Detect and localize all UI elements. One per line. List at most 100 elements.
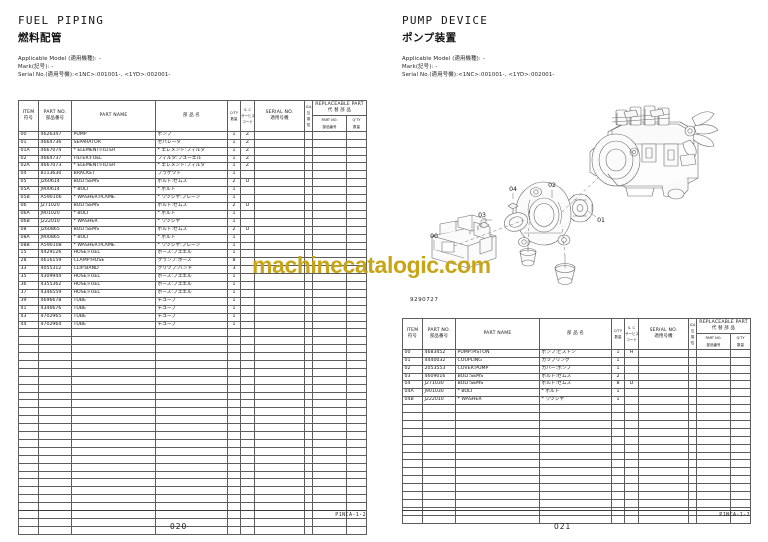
cell-repl-part-no [312,344,347,354]
table-row[interactable] [18,478,367,488]
cell-ica [688,435,697,445]
table-row[interactable] [18,470,367,480]
cell-ica [304,225,313,235]
cell-serial-no [638,356,689,366]
cell-ica [688,388,697,398]
cell-part-no [38,352,72,362]
cell-part-no [422,475,456,485]
table-row[interactable] [402,514,751,524]
table-row[interactable] [18,454,367,464]
table-row[interactable] [18,525,367,535]
cell-ica [688,459,697,469]
cell-part-name-jp: クリツプ:バンド [155,265,228,275]
cell-service-code [240,360,255,369]
cell-item [402,475,423,485]
table-row[interactable] [402,459,751,469]
cooling-fan [682,111,719,159]
table-row[interactable] [402,506,751,516]
table-row[interactable] [402,443,751,453]
cell-qty [611,419,625,429]
table-row[interactable] [402,427,751,437]
table-row[interactable] [18,462,367,472]
cell-part-name [71,344,156,354]
table-row[interactable] [18,336,367,346]
table-row[interactable] [402,404,751,414]
table-row[interactable] [18,486,367,496]
table-row[interactable] [18,431,367,440]
table-row[interactable] [402,498,751,508]
table-row[interactable] [402,483,751,492]
table-row[interactable] [18,399,367,409]
cell-part-no [38,375,72,385]
cell-part-name-jp: ボルト:セムス [539,380,612,390]
cell-serial-no [254,360,305,369]
table-row[interactable] [18,328,367,338]
table-row[interactable] [18,494,367,504]
table-row[interactable] [402,467,751,477]
table-row[interactable] [18,375,367,385]
table-row[interactable] [18,438,367,448]
table-row[interactable] [18,391,367,401]
table-row[interactable] [18,360,367,369]
cell-part-name: BOLT:SEMS [455,372,540,382]
table-row[interactable] [18,517,367,527]
table-row[interactable] [18,352,367,362]
table-row[interactable] [18,344,367,354]
table-row[interactable] [402,475,751,485]
table-row[interactable] [402,451,751,461]
table-row[interactable] [18,509,367,519]
table-row[interactable] [18,423,367,433]
coupling-part [566,193,594,223]
table-row[interactable] [402,412,751,421]
cell-part-name-jp [155,517,228,527]
cell-serial-no [254,312,305,322]
cell-part-name [71,407,156,417]
cell-item: 03 [402,372,423,382]
table-row[interactable] [18,383,367,393]
table-row[interactable] [402,490,751,500]
cell-item [18,494,39,504]
table-row[interactable] [402,435,751,445]
cell-item: 00 [402,348,423,358]
table-row[interactable] [402,419,751,429]
cell-serial-no [254,138,305,148]
table-row[interactable] [18,407,367,417]
table-row[interactable] [18,415,367,425]
table-row[interactable] [18,446,367,456]
right-applicable-model: Applicable Model (適用機種): - [402,56,485,62]
cell-serial-no [254,494,305,504]
table-row[interactable] [18,367,367,377]
